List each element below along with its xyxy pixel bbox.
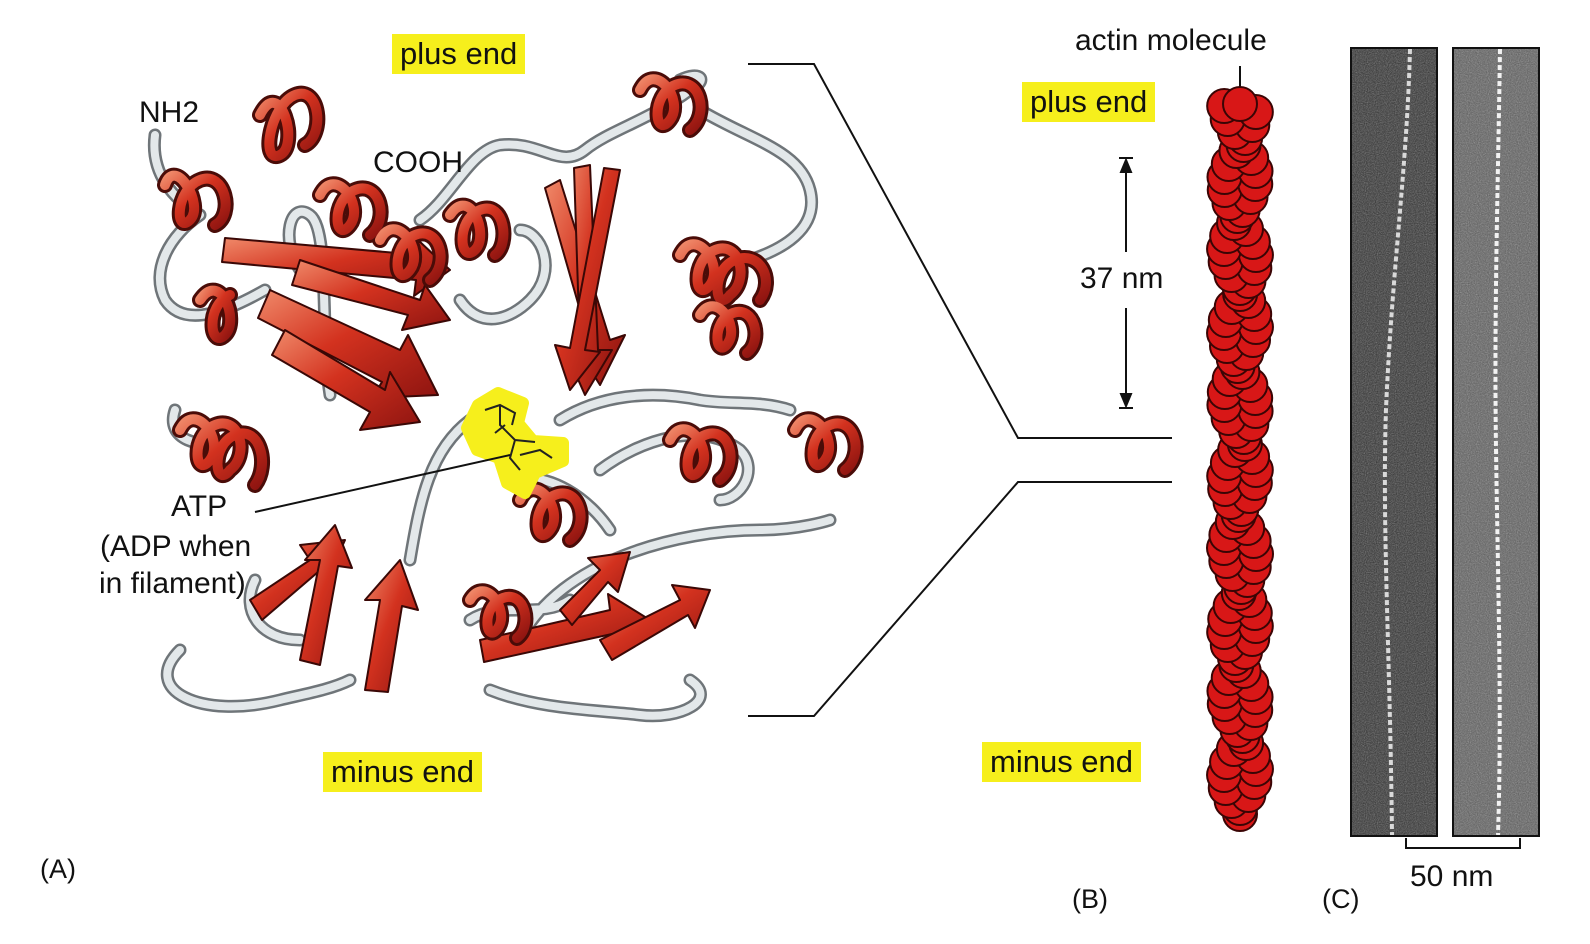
repeat-distance-label: 37 nm (1080, 262, 1164, 295)
atp-label-line2: (ADP when (100, 530, 252, 563)
alpha-helices (157, 71, 864, 646)
atp-label: ATP (171, 490, 228, 523)
nh2-label: NH2 (139, 96, 200, 129)
atp-ligand (461, 387, 569, 499)
atp-label-line3: in filament) (99, 567, 246, 600)
plus-end-label-b: plus end (1022, 82, 1156, 122)
panel-b-letter: (B) (1072, 884, 1108, 914)
panel-a-letter: (A) (40, 854, 76, 884)
scale-bar-50nm (1405, 838, 1521, 849)
panel-c-letter: (C) (1322, 884, 1360, 914)
actin-molecule-label: actin molecule (1075, 24, 1267, 57)
minus-end-label-b: minus end (982, 742, 1142, 782)
minus-end-label-a: minus end (323, 752, 483, 792)
atp-leader-line (254, 454, 511, 513)
actin-filament (1206, 86, 1274, 832)
dimension-arrow-37nm (1119, 157, 1133, 409)
micrograph-left-image (1352, 49, 1436, 835)
scale-bar-label: 50 nm (1410, 860, 1494, 893)
micrograph-left (1350, 47, 1438, 837)
micrograph-right-image (1454, 49, 1538, 835)
connector-lines (748, 63, 1172, 717)
micrograph-right (1452, 47, 1540, 837)
cooh-label: COOH (373, 146, 463, 179)
beta-strands (221, 164, 711, 693)
plus-end-label-a: plus end (392, 34, 526, 74)
actin-subunit-tip (1222, 86, 1258, 122)
